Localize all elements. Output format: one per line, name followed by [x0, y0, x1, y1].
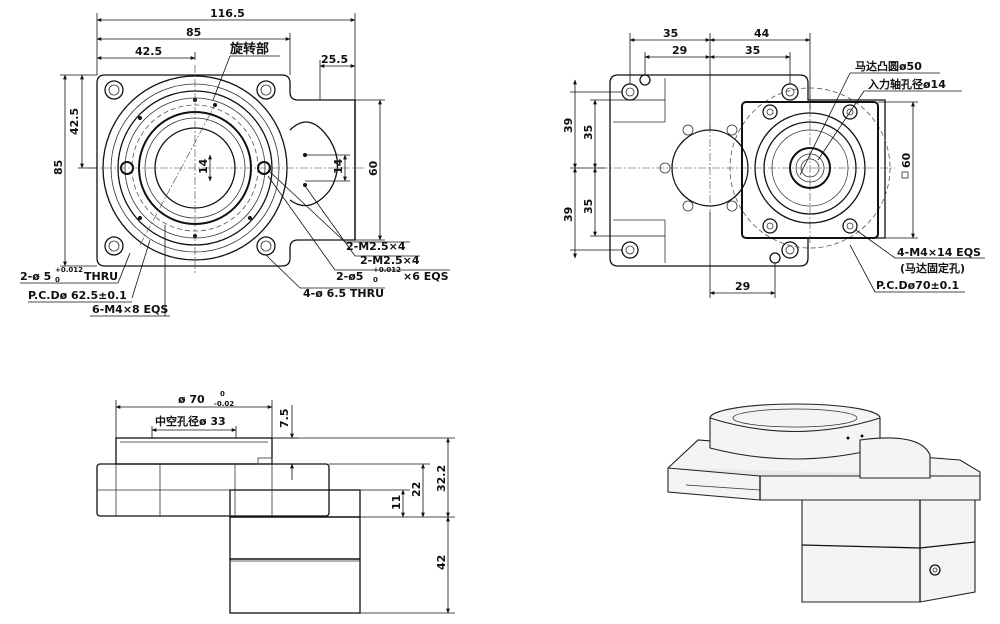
dim-32-2: 32.2	[435, 465, 448, 492]
motor-body-upper	[229, 516, 361, 560]
callout-2phi5-b: 2-ø5	[336, 270, 363, 283]
dim-14-a: 14	[197, 158, 210, 174]
callout-2phi5-b-tol-upper: +0.012	[373, 266, 401, 274]
callout-m25-b: 2-M2.5×4	[360, 254, 420, 267]
callout-pcd70: P.C.Dø70±0.1	[876, 279, 959, 292]
callout-6m4: 6-M4×8 EQS	[92, 303, 168, 316]
dim-42-5-left: 42.5	[68, 108, 81, 135]
dim-42-5-top: 42.5	[135, 45, 162, 58]
flange-outline	[96, 74, 356, 267]
dim-25-5: 25.5	[321, 53, 348, 66]
dim-44-top: 44	[754, 27, 770, 40]
callout-2phi5-b-suffix: ×6 EQS	[403, 270, 449, 283]
dim-7-5: 7.5	[278, 409, 291, 429]
dim-14-b: 14	[332, 158, 345, 174]
dim-35-top-b: 35	[745, 44, 760, 57]
motor-body-lower	[229, 558, 361, 614]
dim-35-a: 35	[582, 125, 595, 140]
iso-motor	[801, 499, 976, 603]
dim-60-right: 60	[900, 152, 913, 168]
dim-phi70-tol-lower: -0.02	[214, 400, 234, 408]
dim-22: 22	[410, 482, 423, 497]
motor-boss-label: 马达凸圆ø50	[855, 59, 922, 73]
rotating-part-label: 旋转部	[229, 41, 269, 57]
callout-4phi65: 4-ø 6.5 THRU	[303, 287, 384, 300]
dim-85-top: 85	[186, 26, 201, 39]
dim-39-b: 39	[562, 207, 575, 222]
callout-2phi5-a: 2-ø 5	[20, 270, 51, 283]
dim-116-5: 116.5	[210, 7, 245, 20]
dim-60: 60	[367, 160, 380, 176]
dim-29-bottom: 29	[735, 280, 750, 293]
dim-35-b: 35	[582, 199, 595, 214]
isometric-view	[667, 403, 981, 603]
callout-motor-hole: (马达固定孔)	[900, 261, 965, 275]
callout-pcd625: P.C.Dø 62.5±0.1	[28, 289, 127, 302]
dim-phi70-tol-upper: 0	[220, 390, 225, 398]
motor-mount-holes	[762, 104, 858, 234]
callout-2phi5-a-tol-upper: +0.012	[55, 266, 83, 274]
top-right-view: 35 44 29 35 马达凸圆ø50 入力轴孔径ø14 39 35 39 35	[562, 27, 985, 298]
callout-2phi5-a-suffix: THRU	[84, 270, 118, 283]
dim-35-top: 35	[663, 27, 678, 40]
corner-holes	[104, 80, 276, 256]
callout-m25-a: 2-M2.5×4	[346, 240, 406, 253]
callout-2phi5-a-tol-lower: 0	[55, 276, 60, 284]
dim-11: 11	[390, 495, 403, 510]
callout-4m4: 4-M4×14 EQS	[897, 246, 981, 259]
dim-phi70: ø 70	[178, 393, 205, 406]
dim-85-left: 85	[52, 160, 65, 175]
dim-39-a: 39	[562, 118, 575, 133]
base-plate-outline	[609, 74, 886, 267]
bottom-left-view: ø 70 0 -0.02 中空孔径ø 33 7.5 32.2 22 11 42	[96, 390, 455, 614]
dim-42: 42	[435, 555, 448, 570]
top-left-view: 116.5 85 42.5 旋转部 25.5 85 42.5 14 14 60	[20, 7, 450, 317]
hollow-label: 中空孔径ø 33	[155, 414, 226, 428]
dim-29-top: 29	[672, 44, 687, 57]
motor-lobe	[289, 121, 339, 207]
input-shaft-label: 入力轴孔径ø14	[868, 77, 946, 91]
callout-2phi5-b-tol-lower: 0	[373, 276, 378, 284]
